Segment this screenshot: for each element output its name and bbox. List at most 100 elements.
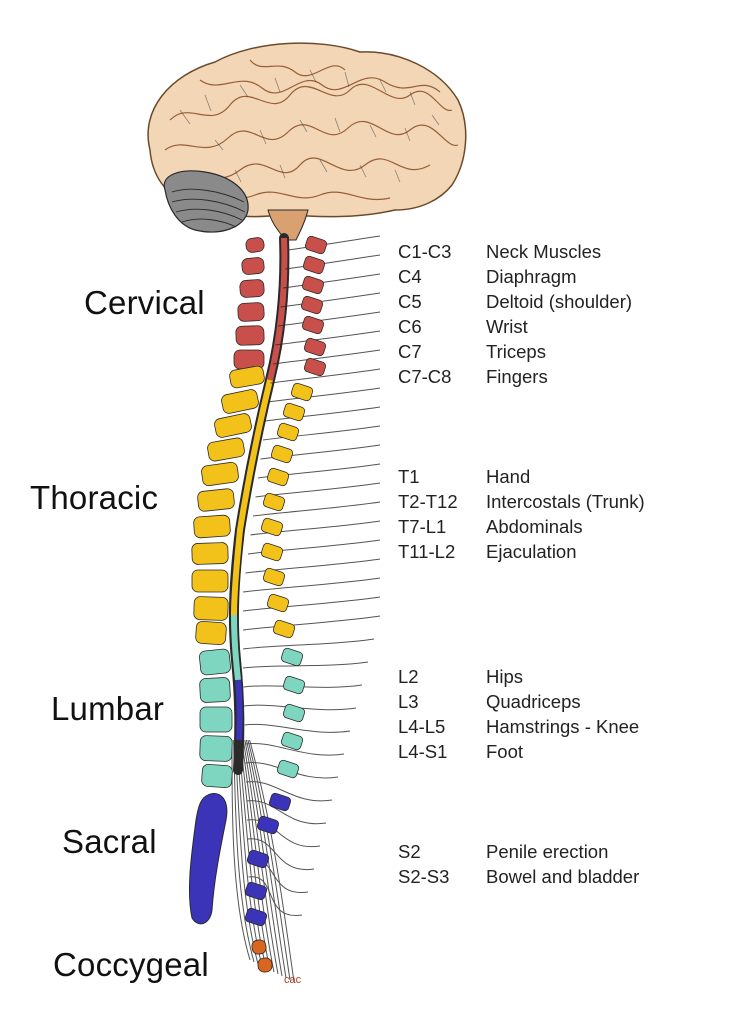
nerve-function: Hips	[486, 666, 524, 687]
nerve-level: C6	[398, 316, 422, 337]
nerve-fiber	[287, 235, 381, 251]
nerve-fiber	[285, 254, 381, 270]
vertebral-body-thoracic	[193, 514, 231, 539]
vertebral-body-thoracic	[193, 596, 229, 621]
nerve-fiber	[245, 558, 381, 574]
spinous-process-sacral	[244, 881, 268, 901]
spinous-process-lumbar	[276, 759, 300, 779]
nerve-fiber	[248, 876, 303, 916]
cauda-equina-fiber	[233, 739, 255, 963]
spinous-process-cervical	[303, 337, 327, 357]
spinous-process-thoracic	[266, 593, 290, 613]
nerve-function: Wrist	[486, 316, 528, 337]
nerve-function: Penile erection	[486, 841, 609, 862]
vertebral-body-lumbar	[201, 763, 233, 789]
nerve-fiber	[260, 444, 381, 460]
spinous-process-thoracic	[260, 517, 284, 537]
nerve-fiber	[275, 330, 381, 346]
nerve-fiber	[244, 742, 345, 756]
nerve-function: Intercostals (Trunk)	[486, 491, 645, 512]
spinous-process-cervical	[302, 255, 326, 275]
nerve-level: S2	[398, 841, 421, 862]
spinous-process-thoracic	[272, 619, 296, 639]
cauda-equina-fiber	[249, 739, 295, 983]
nerve-fiber	[280, 292, 381, 308]
spinous-process-cervical	[300, 295, 324, 315]
nerve-level: T2-T12	[398, 491, 458, 512]
nerve-function: Ejaculation	[486, 541, 577, 562]
spinous-process-lumbar	[280, 731, 304, 751]
spinal-cord	[228, 233, 290, 775]
spinous-process-sacral	[246, 849, 270, 869]
sacrum	[188, 793, 228, 925]
nerve-function: Abdominals	[486, 516, 583, 537]
spinous-process-thoracic	[262, 567, 286, 587]
nerve-level: T1	[398, 466, 420, 487]
nerve-level: C5	[398, 291, 422, 312]
spinous-process-thoracic	[260, 542, 284, 562]
nerve-level: S2-S3	[398, 866, 450, 887]
vertebral-body-lumbar	[199, 677, 231, 703]
spinous-process-cervical	[301, 315, 325, 335]
nerve-function: Fingers	[486, 366, 548, 387]
spinous-process-lumbar	[282, 703, 306, 723]
cauda-equina-fiber	[234, 739, 259, 965]
nerve-fiber	[265, 406, 381, 422]
vertebral-body-lumbar	[199, 706, 233, 733]
spinous-process-thoracic	[290, 382, 314, 402]
vertebral-body-thoracic	[229, 365, 265, 389]
vertebral-body-thoracic	[214, 413, 252, 438]
nerve-level: T11-L2	[398, 541, 456, 562]
spinous-process-thoracic	[282, 402, 306, 422]
nerve-fiber	[242, 661, 369, 669]
vertebral-body-cervical	[241, 257, 265, 275]
nerve-fiber	[242, 596, 381, 612]
spinous-process-lumbar	[282, 675, 306, 695]
nerve-function: Quadriceps	[486, 691, 581, 712]
vertebral-body-cervical	[235, 325, 265, 346]
nerve-function: Foot	[486, 741, 524, 762]
spinous-process-sacral	[244, 907, 268, 927]
spinous-process-cervical	[303, 357, 327, 377]
region-label-lumbar: Lumbar	[51, 690, 165, 727]
nerve-level: T7-L1	[398, 516, 447, 537]
vertebral-body-thoracic	[197, 488, 235, 512]
nerve-level: C4	[398, 266, 422, 287]
nerve-fiber	[242, 638, 375, 650]
region-label-sacral: Sacral	[62, 823, 157, 860]
nerve-fiber	[277, 311, 381, 327]
vertebral-body-cervical	[245, 237, 265, 253]
spinous-process-cervical	[301, 275, 325, 295]
nerve-level: C1-C3	[398, 241, 452, 262]
nerve-level: L2	[398, 666, 419, 687]
nerve-fiber	[252, 501, 381, 517]
nerve-function: Bowel and bladder	[486, 866, 640, 887]
region-label-thoracic: Thoracic	[30, 479, 159, 516]
spinous-process-thoracic	[262, 492, 286, 512]
cauda-equina-fiber	[247, 739, 291, 981]
vertebral-body-coccygeal	[257, 957, 273, 973]
vertebrae	[188, 235, 328, 973]
vertebral-body-cervical	[237, 302, 265, 322]
nerve-fiber	[272, 349, 381, 365]
vertebral-body-cervical	[239, 279, 265, 298]
spinous-process-lumbar	[280, 647, 304, 667]
artist-signature: cac	[284, 974, 302, 986]
nerve-level: L3	[398, 691, 419, 712]
vertebral-body-thoracic	[191, 569, 229, 593]
nerve-fiber	[247, 838, 315, 871]
vertebral-body-thoracic	[195, 620, 227, 646]
spinous-process-sacral	[256, 815, 280, 835]
spinous-process-thoracic	[276, 422, 300, 442]
region-label-cervical: Cervical	[84, 284, 205, 321]
nerve-function: Diaphragm	[486, 266, 577, 287]
region-label-coccygeal: Coccygeal	[53, 946, 209, 983]
nerve-fiber	[282, 273, 381, 289]
spinous-process-thoracic	[270, 444, 294, 464]
brain	[147, 42, 467, 241]
vertebral-body-coccygeal	[251, 939, 267, 955]
nerve-fiber	[270, 368, 381, 384]
nerve-function: Hand	[486, 466, 531, 487]
nerve-level: C7-C8	[398, 366, 452, 387]
